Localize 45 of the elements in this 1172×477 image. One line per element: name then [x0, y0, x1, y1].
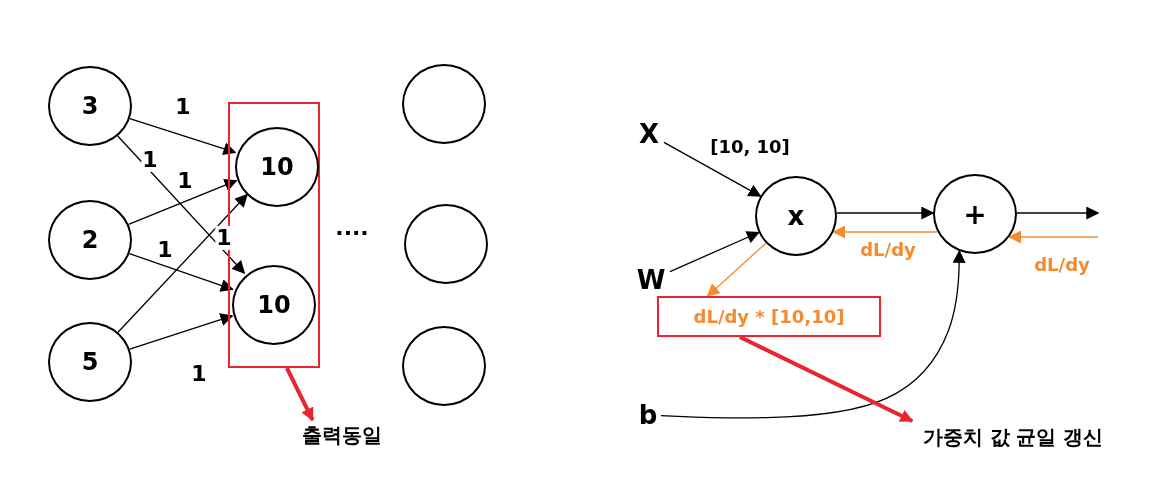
node-value: x [787, 201, 805, 231]
arrow [1016, 206, 1100, 220]
formula-text: dL/dy * [10,10] [693, 306, 845, 327]
node-value: 3 [81, 92, 99, 120]
input-neuron-circle [48, 200, 132, 280]
gradient-box [657, 296, 881, 337]
arrow [739, 335, 914, 423]
arrow [129, 118, 237, 155]
node-value: 5 [81, 348, 99, 376]
node-value: + [963, 197, 987, 231]
input-symbol: X [634, 118, 664, 150]
arrow [832, 225, 939, 239]
input-neuron-circle [48, 322, 132, 402]
neuron-circle [404, 204, 488, 284]
multiply-node-circle [755, 176, 837, 256]
edge-label: dL/dy [859, 240, 917, 260]
arrow [669, 231, 760, 273]
annotation-text: 출력동일 [292, 420, 392, 450]
bias-symbol: b [635, 399, 661, 431]
arrow [128, 179, 238, 225]
neuron-circle [402, 64, 486, 144]
output-neuron-circle [235, 127, 319, 207]
arrow [117, 135, 246, 274]
arrow [128, 253, 234, 292]
add-node-circle [933, 174, 1017, 254]
arrow [663, 141, 762, 197]
arrow [285, 367, 315, 422]
arrow [117, 193, 248, 333]
output-neuron-circle [232, 265, 316, 345]
arrow [836, 206, 935, 220]
edge-label: [10, 10] [709, 137, 791, 157]
annotation-text: 가중치 값 균일 갱신 [896, 421, 1130, 453]
highlight-frame [228, 102, 320, 368]
input-neuron-circle [48, 66, 132, 146]
neuron-circle [402, 326, 486, 406]
arrow [129, 313, 234, 350]
edge-label: dL/dy [1033, 255, 1091, 275]
weight-symbol: W [632, 264, 670, 296]
arrow [706, 242, 767, 297]
node-value: 10 [257, 291, 291, 319]
node-value: 2 [81, 226, 99, 254]
node-value: 10 [260, 153, 294, 181]
arrow [660, 249, 966, 419]
edge-label: 1 [215, 225, 233, 251]
arrow [1008, 230, 1099, 244]
